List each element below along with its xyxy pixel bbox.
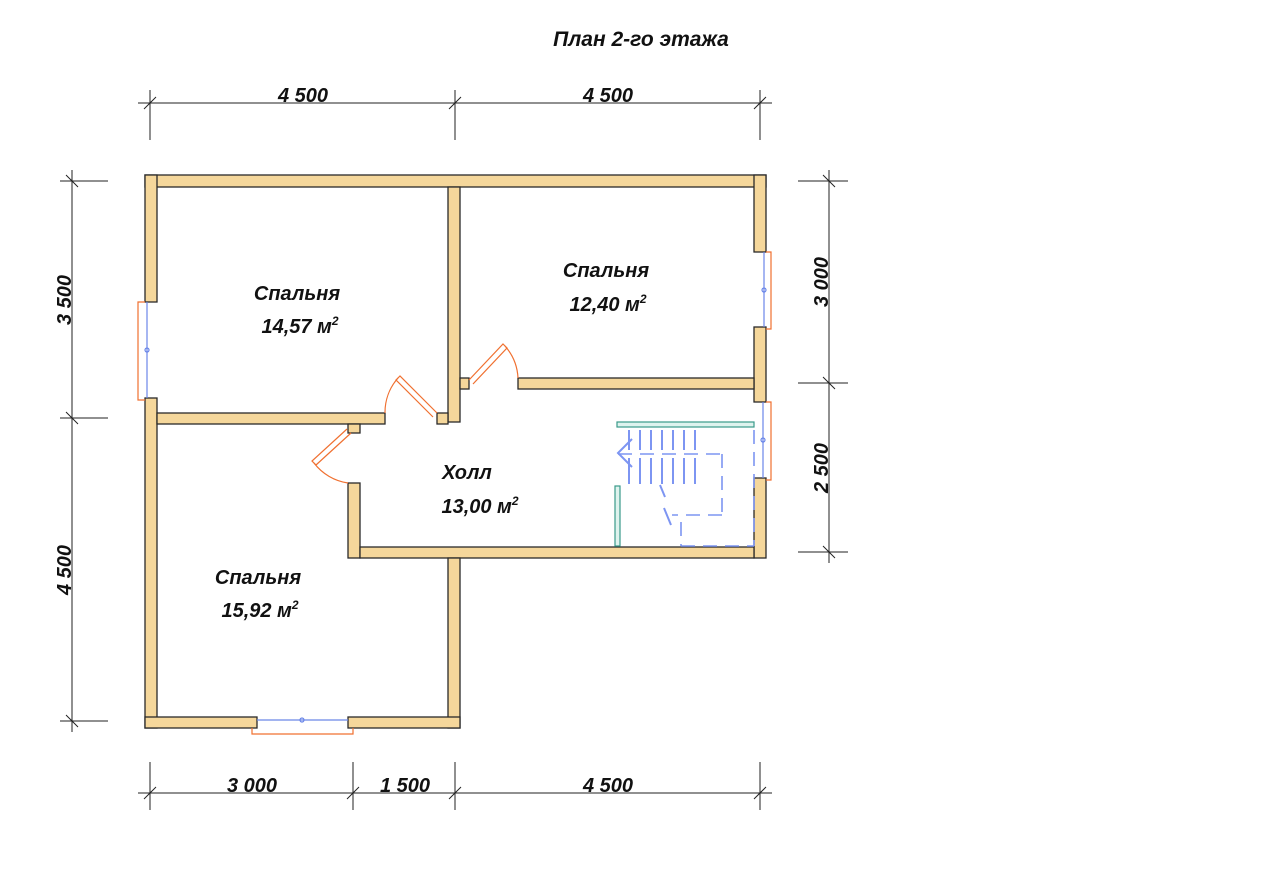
staircase <box>614 421 755 547</box>
door-bedroom-3 <box>311 428 352 484</box>
plan-title: План 2-го этажа <box>553 28 729 51</box>
room-name: Спальня <box>254 283 340 305</box>
window-right-hall <box>760 401 772 481</box>
dim-bottom-1: 3 000 <box>227 775 277 797</box>
door-bedroom-2 <box>468 343 519 385</box>
walls <box>144 174 767 729</box>
room-area: 15,92 м2 <box>221 598 298 622</box>
dim-bottom-3: 4 500 <box>582 775 633 797</box>
room-name: Спальня <box>215 567 301 589</box>
dim-left-2: 4 500 <box>54 545 76 596</box>
dim-top-1: 4 500 <box>277 85 328 107</box>
room-area: 14,57 м2 <box>261 314 338 338</box>
dim-top-2: 4 500 <box>582 85 633 107</box>
room-name: Холл <box>441 462 492 484</box>
room-area: 12,40 м2 <box>569 292 646 316</box>
dimension-lines <box>60 90 848 810</box>
window-left <box>137 301 150 401</box>
dim-left-1: 3 500 <box>54 275 76 325</box>
door-bedroom-1 <box>384 375 438 418</box>
room-area: 13,00 м2 <box>441 494 518 518</box>
dim-right-1: 3 000 <box>811 257 833 307</box>
room-name: Спальня <box>563 260 649 282</box>
window-bottom <box>251 717 354 735</box>
dim-bottom-2: 1 500 <box>380 775 430 797</box>
window-right-top <box>761 251 772 330</box>
dim-right-2: 2 500 <box>811 443 833 494</box>
